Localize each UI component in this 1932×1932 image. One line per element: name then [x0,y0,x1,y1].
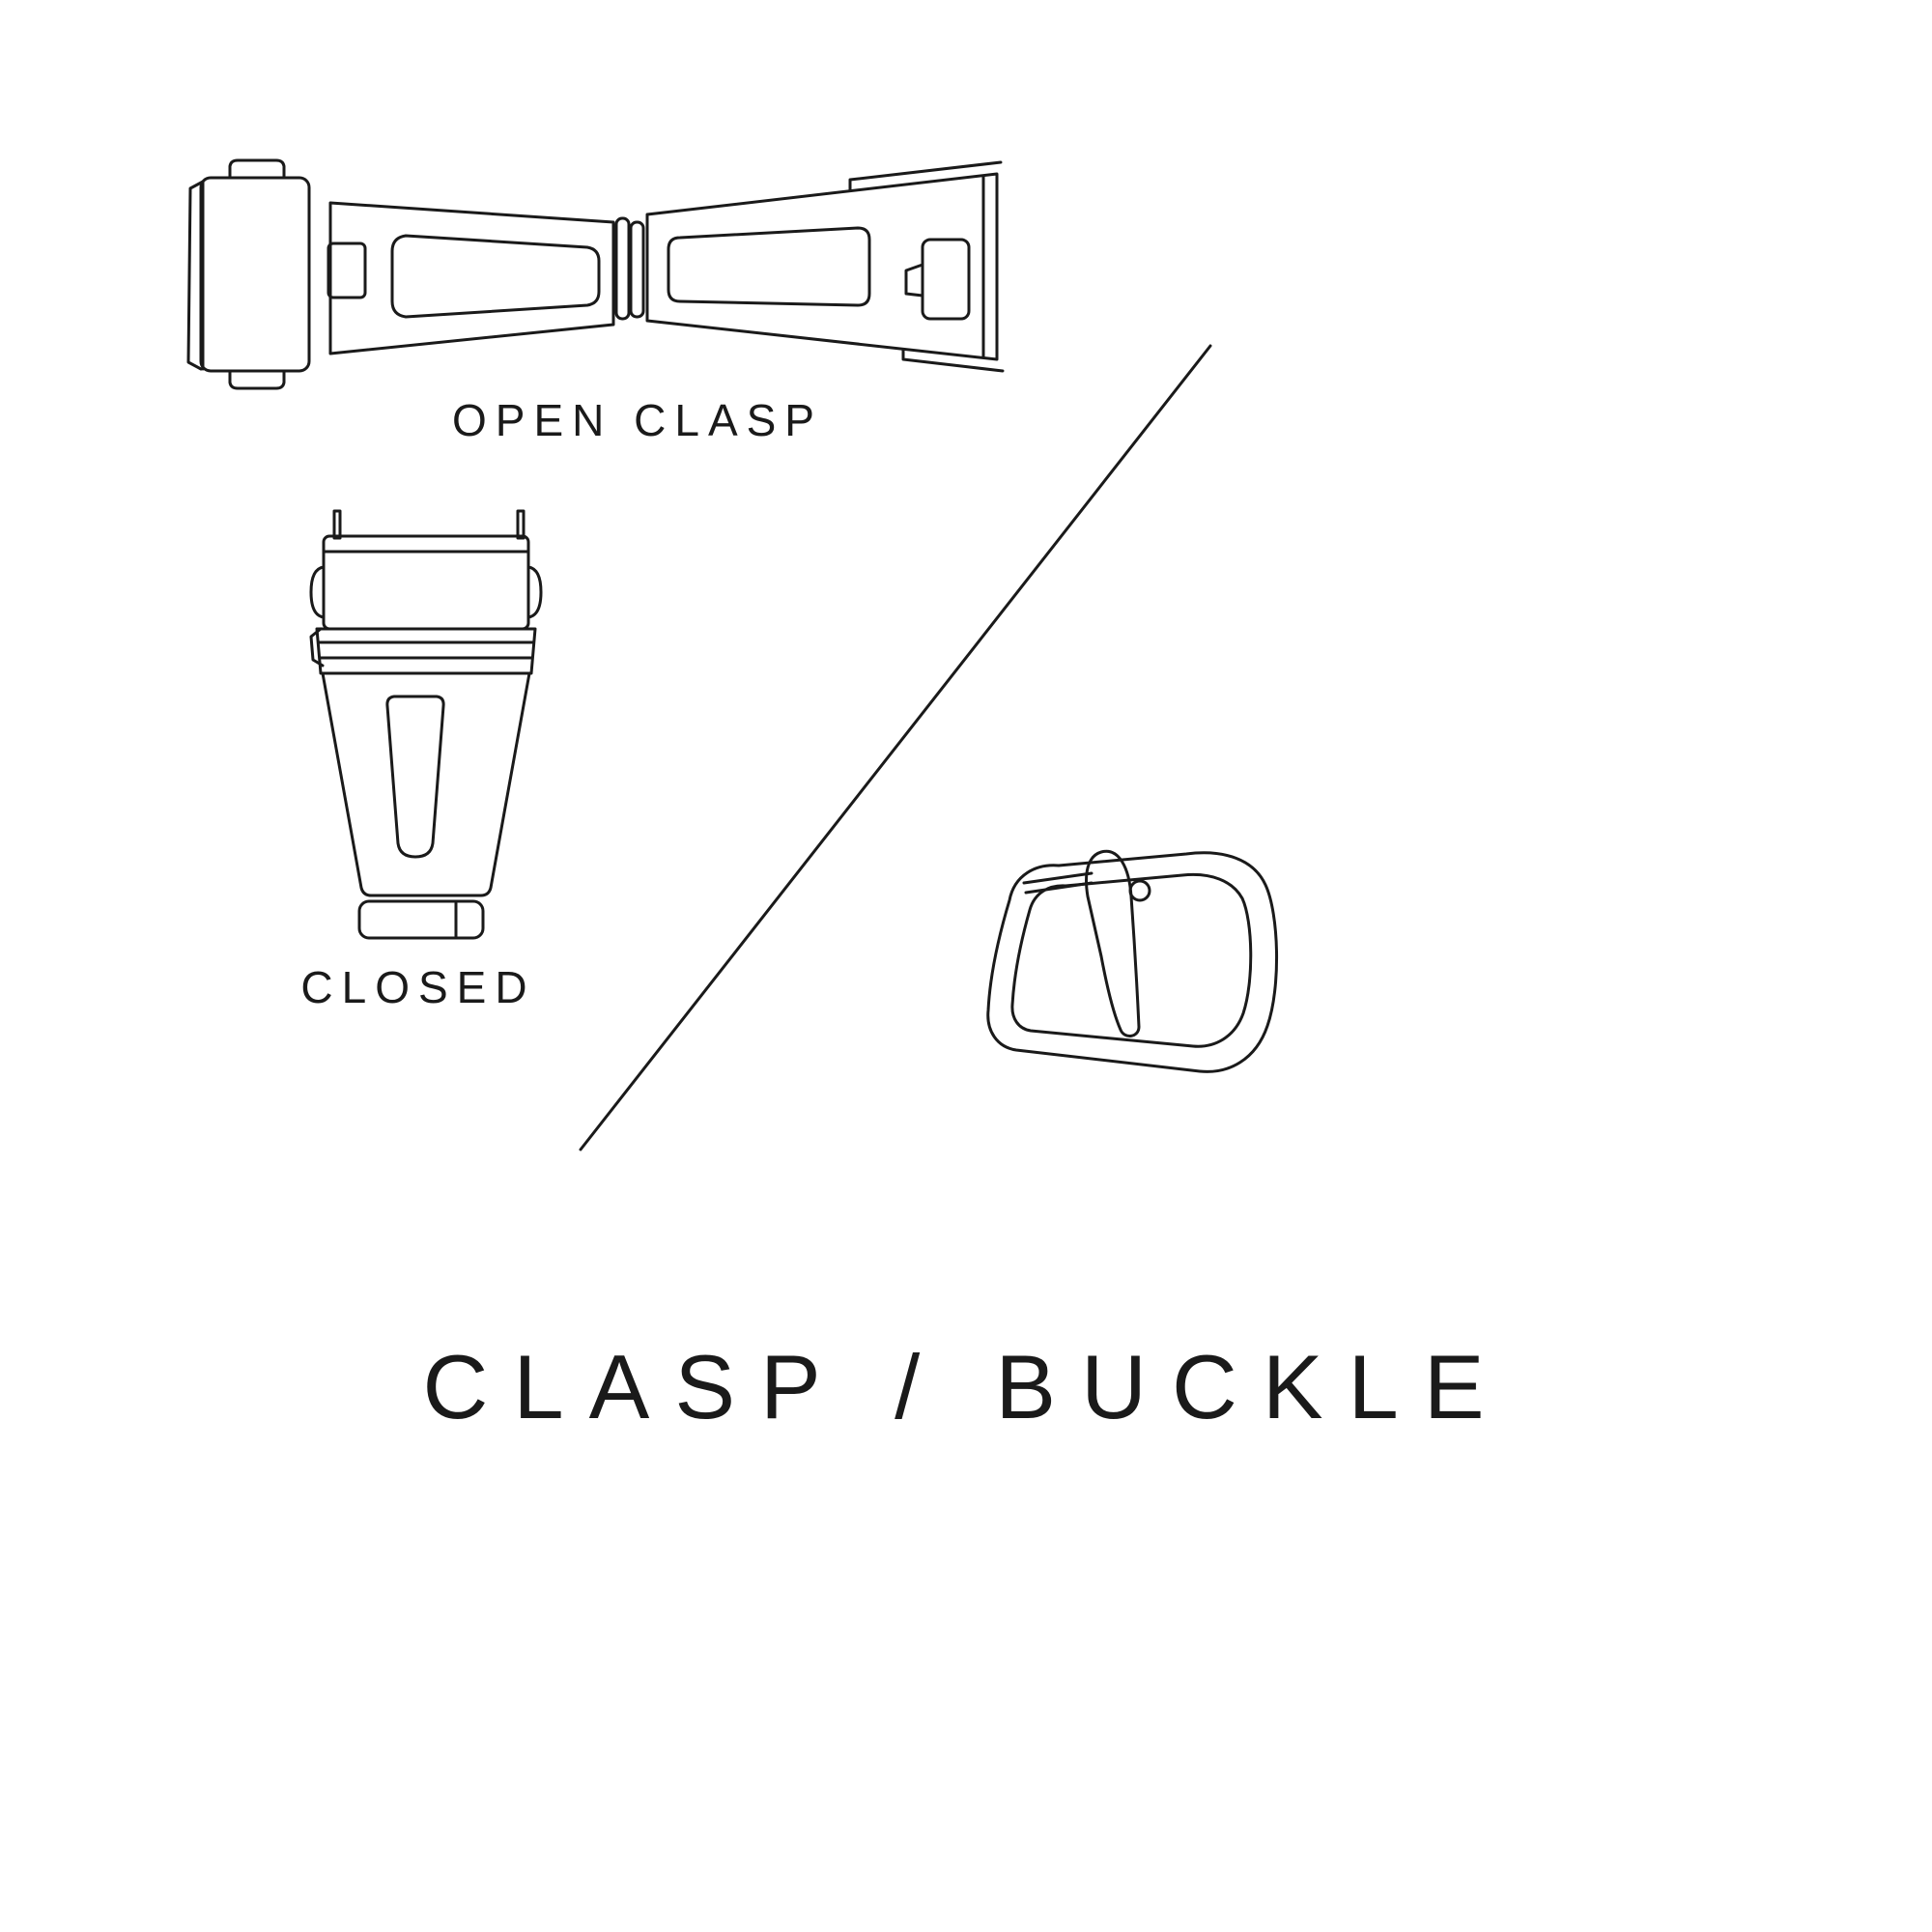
open-clasp-label: OPEN CLASP [452,395,823,445]
closed-clasp-label: CLOSED [300,962,536,1012]
buckle-illustration [986,849,1279,1073]
closed-clasp-illustration [309,509,543,940]
open-clasp-illustration [186,158,1005,390]
page-title: CLASP / BUCKLE [422,1336,1510,1437]
